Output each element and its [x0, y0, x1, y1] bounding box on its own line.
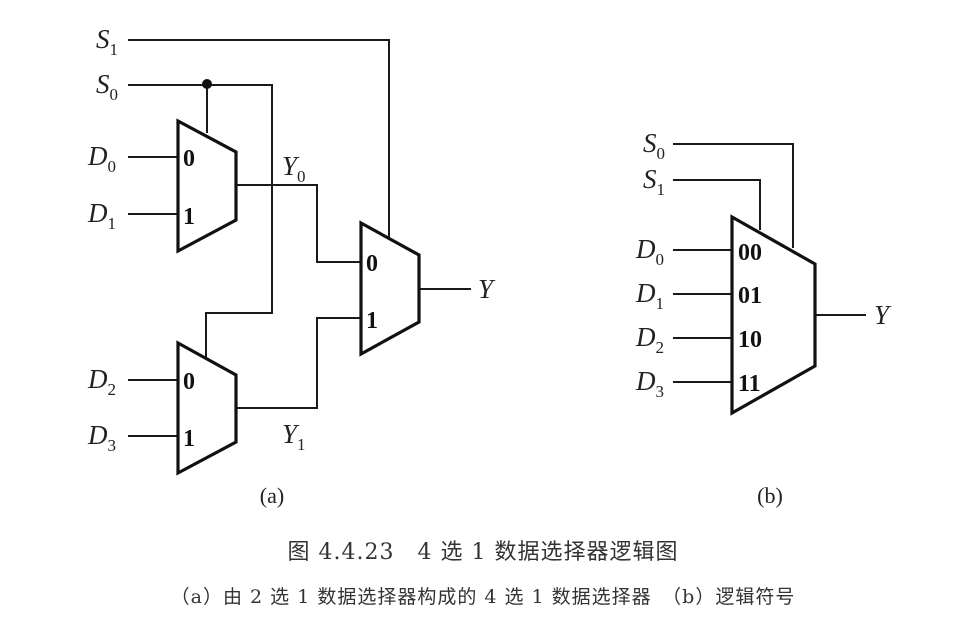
- wire-b-s0: [673, 143, 794, 248]
- mux-2to1-top: [176, 118, 238, 254]
- panel-a-label: (a): [260, 483, 284, 508]
- pin-label: 1: [366, 308, 378, 334]
- mux-2to1-final: [359, 220, 421, 357]
- label-b-s1: S1: [643, 164, 665, 199]
- pin-label: 10: [738, 327, 762, 353]
- wire-y1: [236, 317, 361, 409]
- label-b-s0: S0: [643, 128, 665, 163]
- figure-caption: 图 4.4.23 4 选 1 数据选择器逻辑图: [287, 540, 679, 565]
- pin-label: 11: [738, 371, 761, 397]
- label-y0: Y0: [282, 151, 306, 186]
- wire-y0: [236, 184, 361, 263]
- panel-a-wires: [128, 39, 471, 437]
- wire-s1: [128, 39, 390, 238]
- pin-label: 0: [183, 369, 195, 395]
- junction-dot: [202, 79, 212, 89]
- label-d1: D1: [87, 198, 116, 233]
- label-s0: S0: [96, 69, 118, 104]
- label-b-d2: D2: [635, 322, 664, 357]
- wire-s0: [128, 84, 273, 360]
- label-b-d1: D1: [635, 278, 664, 313]
- label-s1: S1: [96, 24, 118, 59]
- label-b-d3: D3: [635, 366, 664, 401]
- panel-b-wires: [673, 143, 866, 383]
- pin-label: 00: [738, 240, 762, 266]
- pin-label: 0: [183, 146, 195, 172]
- pin-label: 0: [366, 251, 378, 277]
- label-d2: D2: [87, 364, 116, 399]
- label-d0: D0: [87, 141, 116, 176]
- pin-label: 1: [183, 426, 195, 452]
- wire-b-s1: [673, 179, 761, 230]
- label-b-y: Y: [874, 300, 892, 330]
- pin-label: 1: [183, 204, 195, 230]
- mux-4to1-symbol: [730, 214, 817, 416]
- label-b-d0: D0: [635, 234, 664, 269]
- pin-label: 01: [738, 283, 762, 309]
- figure-subcaption: （a）由 2 选 1 数据选择器构成的 4 选 1 数据选择器 （b）逻辑符号: [170, 586, 796, 608]
- panel-b-label: (b): [757, 483, 783, 508]
- mux-2to1-bottom: [176, 340, 238, 476]
- label-y: Y: [478, 274, 496, 304]
- label-d3: D3: [87, 420, 116, 455]
- label-y1: Y1: [282, 419, 306, 454]
